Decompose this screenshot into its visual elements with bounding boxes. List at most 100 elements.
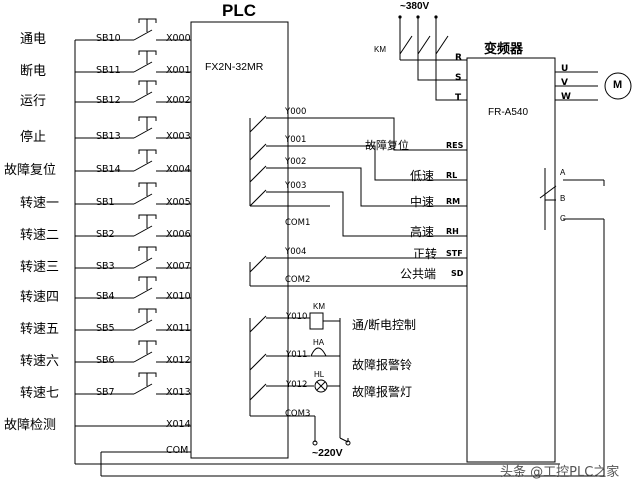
km-coil-label: KM	[313, 302, 325, 311]
contactor-label: KM	[374, 45, 386, 54]
hl-function: 故障报警灯	[352, 385, 413, 399]
km-coil	[309, 312, 324, 330]
plc-input-terminal: X003	[166, 131, 191, 142]
plc-input-terminal: X013	[166, 387, 191, 398]
output-function-label: 高速	[410, 225, 435, 239]
pushbutton-blade	[133, 225, 153, 237]
pushbutton-label: SB11	[96, 65, 121, 76]
pushbutton-label: SB1	[96, 197, 115, 208]
plc-model: FX2N-32MR	[205, 61, 264, 73]
input-label: 转速五	[20, 322, 60, 337]
inverter-input-terminal: RM	[446, 197, 461, 206]
hl-lamp-label: HL	[314, 370, 325, 379]
output-contact-blade	[249, 315, 267, 333]
plc-com2: COM2	[285, 275, 311, 285]
motor-label: M	[613, 79, 623, 91]
wire-rm	[288, 167, 467, 207]
pushbutton-label: SB3	[96, 261, 115, 272]
pushbutton-label: SB7	[96, 387, 115, 398]
contactor-l3	[435, 35, 449, 55]
load-terminal-y010: Y010	[286, 312, 308, 322]
output-contacts	[249, 115, 288, 401]
pushbutton-label: SB13	[96, 131, 121, 142]
wire-res	[288, 117, 467, 151]
ha-bell-label: HA	[313, 338, 325, 347]
input-rows	[75, 18, 191, 427]
plc-box	[190, 21, 289, 459]
plc-com-input: COM	[166, 445, 189, 456]
wire-rl	[288, 145, 467, 181]
inv-terminal-r: R	[455, 53, 462, 63]
pushbutton-blade	[133, 257, 153, 269]
plc-output-terminal: Y002	[285, 157, 307, 167]
input-label: 断电	[20, 64, 47, 79]
inv-terminal-v: V	[561, 78, 568, 88]
wire-rh	[288, 191, 467, 237]
plc-input-terminal: X010	[166, 291, 191, 302]
inv-terminal-sd: SD	[451, 269, 464, 278]
plc-input-terminal: X001	[166, 65, 191, 76]
ac-supply-220: ~220V	[312, 447, 343, 459]
relay-terminal-b: B	[560, 194, 566, 203]
motor-symbol	[604, 72, 632, 100]
input-label: 转速三	[20, 260, 60, 275]
plc-title: PLC	[222, 1, 256, 20]
pushbutton-blade	[133, 193, 153, 205]
terminal-220-a	[312, 440, 318, 446]
supply-voltage: ~380V	[400, 1, 430, 12]
pushbutton-blade	[133, 91, 153, 103]
input-label: 转速一	[20, 196, 60, 211]
pushbutton-blade	[133, 383, 153, 395]
output-contact-blade	[249, 115, 267, 133]
pushbutton-label: SB12	[96, 95, 121, 106]
plc-input-terminal: X007	[166, 261, 191, 272]
ha-bell	[310, 347, 327, 357]
plc-input-terminal: X004	[166, 164, 191, 175]
inv-terminal-w: W	[561, 92, 571, 102]
pushbutton-blade	[133, 287, 153, 299]
output-function-label: 低速	[410, 169, 435, 183]
pushbutton-blade	[133, 127, 153, 139]
plc-com1: COM1	[285, 218, 311, 228]
input-label: 运行	[20, 94, 47, 109]
output-function-label: 正转	[413, 247, 438, 261]
load-terminal-y011: Y011	[286, 350, 308, 360]
plc-input-terminal: X000	[166, 33, 191, 44]
input-label: 转速四	[20, 290, 60, 305]
output-function-label: 故障复位	[365, 139, 409, 152]
pushbutton-blade	[133, 319, 153, 331]
plc-input-terminal: X002	[166, 95, 191, 106]
output-contact-blade	[249, 383, 267, 401]
inv-terminal-t: T	[455, 93, 462, 103]
supply-terminals	[398, 15, 438, 19]
plc-output-terminal: Y003	[285, 181, 307, 191]
input-label: 故障复位	[4, 163, 57, 178]
inverter-input-terminal: RL	[446, 171, 458, 180]
pushbutton-label: SB10	[96, 33, 121, 44]
contactor-l2	[417, 35, 431, 55]
inverter-input-terminal: RH	[446, 227, 459, 236]
pushbutton-label: SB4	[96, 291, 115, 302]
plc-output-terminal: Y004	[285, 247, 307, 257]
relay-blade	[539, 185, 557, 199]
input-label: 通电	[20, 32, 47, 47]
inv-terminal-s: S	[455, 73, 462, 83]
output-function-label: 中速	[410, 195, 435, 209]
plc-input-terminal: X005	[166, 197, 191, 208]
output-contact-blade	[249, 143, 267, 161]
pushbutton-label: SB14	[96, 164, 121, 175]
wire-s	[417, 64, 467, 81]
inverter-input-terminal: RES	[446, 141, 464, 150]
plc-input-terminal: X011	[166, 323, 191, 334]
inv-terminal-u: U	[561, 64, 569, 74]
pushbutton-label: SB6	[96, 355, 115, 366]
plc-input-terminal: X014	[166, 419, 191, 430]
km-function: 通/断电控制	[352, 318, 417, 332]
pushbutton-label: SB2	[96, 229, 115, 240]
output-contact-blade	[249, 353, 267, 371]
pushbutton-blade	[133, 160, 153, 172]
plc-com3: COM3	[285, 409, 311, 419]
input-label: 转速六	[20, 354, 60, 369]
output-contact-blade	[249, 255, 267, 273]
